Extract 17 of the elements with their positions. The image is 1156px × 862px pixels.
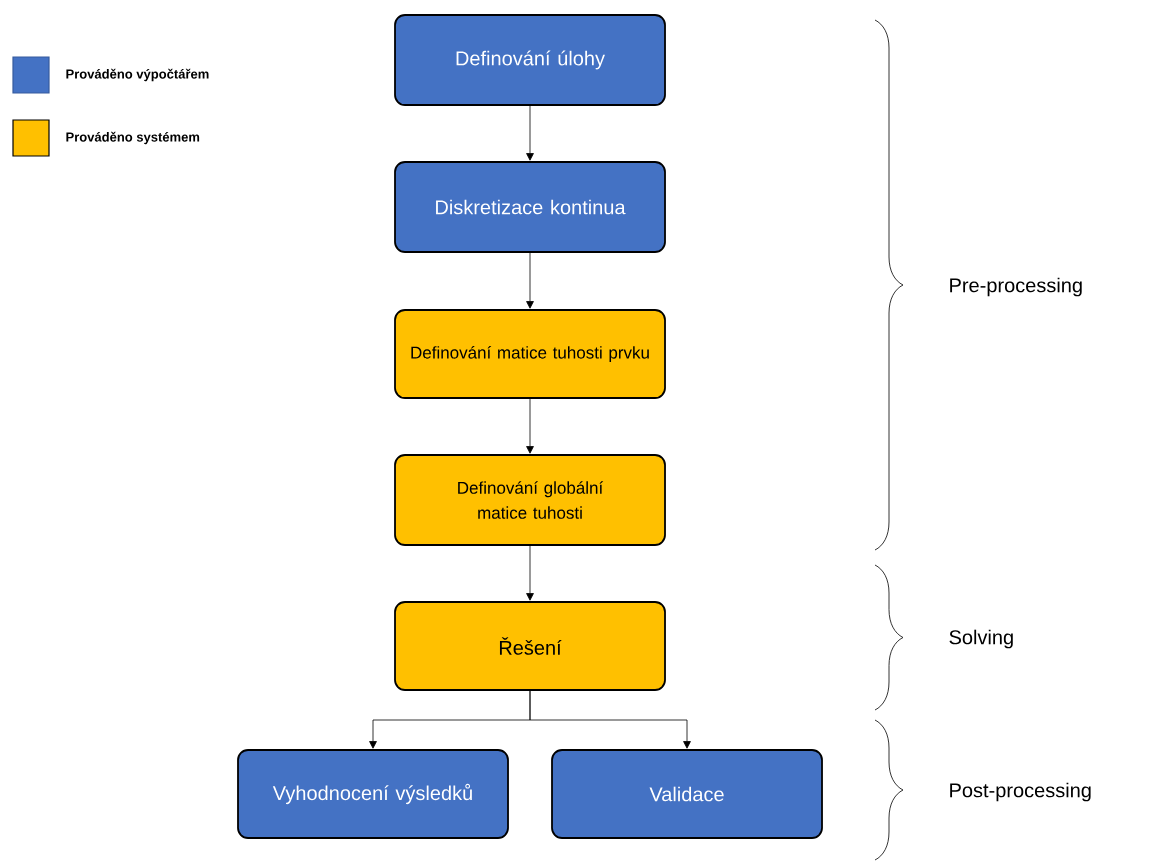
process-box: Validace [551, 749, 823, 839]
legend-label: Prováděno výpočtářem [66, 68, 209, 82]
arrow [526, 545, 534, 601]
phase-label: Solving [949, 629, 1013, 649]
legend-label: Prováděno systémem [66, 131, 200, 145]
process-box: Řešení [394, 601, 666, 691]
arrow [526, 252, 534, 309]
process-box: Diskretizace kontinua [394, 161, 666, 253]
arrow [529, 690, 691, 749]
arrow [526, 398, 534, 454]
process-box: Definování globální matice tuhosti [394, 454, 666, 546]
process-box: Definování úlohy [394, 14, 666, 106]
process-box: Definování matice tuhosti prvku [394, 309, 666, 399]
arrow [526, 105, 534, 161]
phase-label: Post-processing [950, 782, 1091, 802]
phase-label: Pre-processing [950, 277, 1082, 297]
process-box: Vyhodnocení výsledků [237, 749, 509, 839]
